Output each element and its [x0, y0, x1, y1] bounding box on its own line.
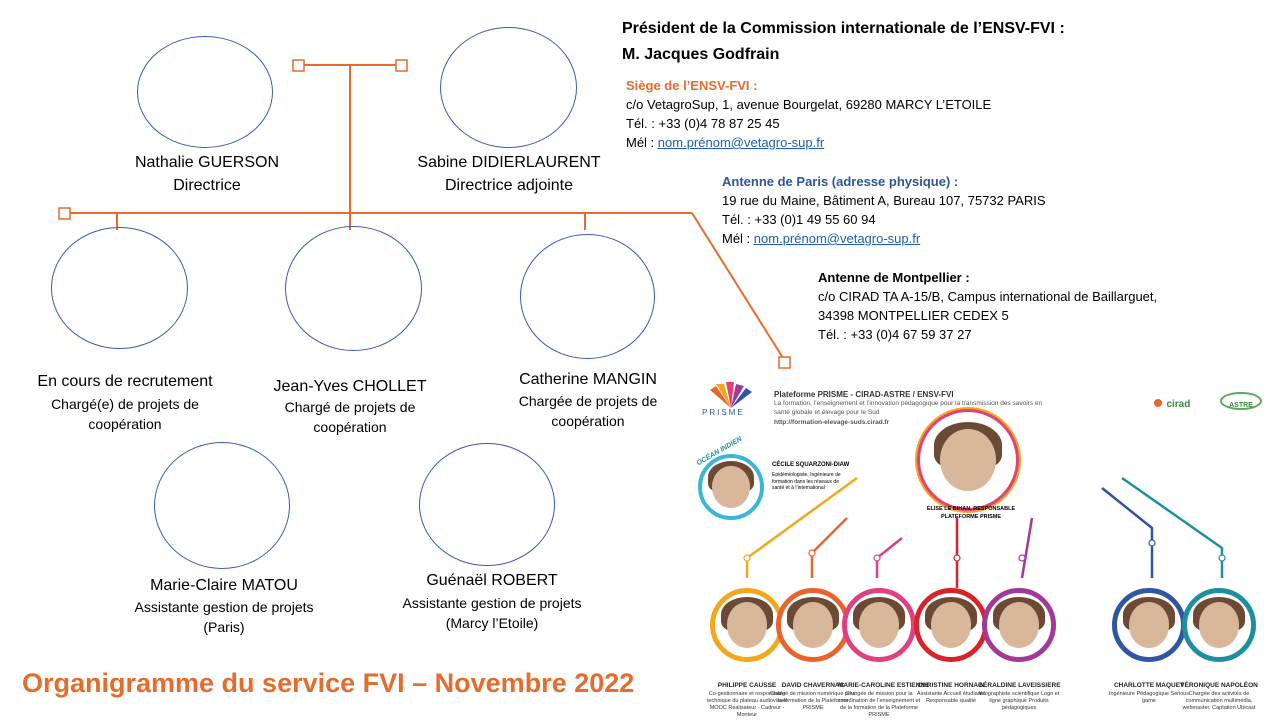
- member-name: DAVID CHAVERNAC: [781, 682, 845, 689]
- prisme-connectors: [743, 476, 1226, 588]
- member-role: Chargée des activités de communication m…: [1182, 691, 1256, 711]
- photo-face: [1198, 601, 1240, 649]
- president-name: M. Jacques Godfrain: [622, 46, 780, 63]
- photo-face: [998, 601, 1040, 649]
- prisme-title: Plateforme PRISME - CIRAD-ASTRE / ENSV-F…: [774, 390, 954, 399]
- photo-face: [930, 601, 972, 649]
- member-photo: [842, 588, 916, 662]
- paris-mel-label: Mél :: [722, 231, 754, 246]
- member-name: MARIE-CAROLINE ESTIENNE: [838, 682, 930, 689]
- montpellier-block: Antenne de Montpellier : c/o CIRAD TA A-…: [818, 268, 1157, 344]
- siege-address: c/o VetagroSup, 1, avenue Bourgelat, 692…: [626, 97, 992, 112]
- paris-address: 19 rue du Maine, Bâtiment A, Bureau 107,…: [722, 193, 1046, 208]
- connector-node: [778, 356, 791, 369]
- member-photo: [1112, 588, 1186, 662]
- member-photo: [982, 588, 1056, 662]
- connector-node: [292, 59, 305, 72]
- montpellier-address1: c/o CIRAD TA A-15/B, Campus internationa…: [818, 289, 1158, 304]
- cirad-logo-icon: [1154, 399, 1162, 407]
- member-name: VÉRONIQUE NAPOLÉON: [1180, 682, 1258, 689]
- photo-placeholder-guenael: [419, 443, 555, 566]
- photo-placeholder-sabine: [440, 27, 577, 148]
- member-role: Chargée de mission pour la coordination …: [837, 691, 921, 718]
- paris-heading: Antenne de Paris (adresse physique) :: [722, 174, 959, 189]
- cecile-name: CÉCILE SQUARZONI-DIAW: [772, 462, 850, 468]
- photo-face: [712, 466, 750, 508]
- prisme-subtitle: santé globale et élevage pour le Sud: [774, 409, 880, 416]
- photo-face: [1128, 601, 1170, 649]
- person-role: Assistante gestion de projets (Marcy l’E…: [402, 595, 582, 631]
- montpellier-address2: 34398 MONTPELLIER CEDEX 5: [818, 308, 1009, 323]
- photo-face: [858, 601, 900, 649]
- astre-logo-text: ASTRE: [1229, 402, 1253, 409]
- prisme-logo-text: PRISME: [702, 408, 745, 417]
- person-role: Directrice adjointe: [444, 177, 574, 194]
- cecile-photo: [698, 454, 764, 520]
- montpellier-tel: Tél. : +33 (0)4 67 59 37 27: [818, 327, 972, 342]
- member-photo: [914, 588, 988, 662]
- member-name: CHARLOTTE MAQUET: [1113, 682, 1185, 689]
- person-name: Catherine MANGIN: [519, 371, 657, 388]
- photo-placeholder-recrutement: [51, 227, 188, 349]
- photo-placeholder-jean-yves: [285, 226, 422, 351]
- elise-name: ELISE LE BIHAN, RESPONSABLE: [926, 506, 1016, 512]
- astre-logo: ASTRE: [1220, 392, 1262, 410]
- person-name: Jean-Yves CHOLLET: [273, 378, 427, 395]
- president-line: Président de la Commission international…: [622, 20, 1065, 37]
- siege-mel-label: Mél :: [626, 135, 658, 150]
- prisme-infographic: PRISME Plateforme PRISME - CIRAD-ASTRE /…: [692, 378, 1274, 718]
- member-role: Chargé de mission numérique pour la form…: [770, 691, 856, 711]
- photo-placeholder-marie-claire: [154, 442, 290, 569]
- person-role: Assistante gestion de projets (Paris): [134, 599, 314, 635]
- photo-placeholder-nathalie: [137, 36, 273, 148]
- person-role: Directrice: [173, 177, 241, 194]
- member-role: Assistante Accueil étudiants Responsable…: [916, 691, 986, 704]
- member-role: Ingénieure Pédagogique Serious game: [1108, 691, 1190, 704]
- paris-block: Antenne de Paris (adresse physique) : 19…: [722, 172, 1046, 248]
- photo-face: [792, 601, 834, 649]
- member-photo: [776, 588, 850, 662]
- siege-block: Siège de l’ENSV-FVI : c/o VetagroSup, 1,…: [626, 76, 991, 152]
- prisme-logo: PRISME: [696, 380, 766, 420]
- siege-mel: Mél : nom.prénom@vetagro-sup.fr: [626, 133, 991, 152]
- page-title: Organigramme du service FVI – Novembre 2…: [22, 668, 635, 698]
- member-photo: [710, 588, 784, 662]
- member-role: Co-gestionnaire et responsable technique…: [706, 691, 788, 718]
- person-role: Chargé de projets de coopération: [284, 399, 416, 435]
- person-role: Chargé(e) de projets de coopération: [51, 396, 199, 432]
- cirad-logo: cirad: [1154, 394, 1190, 412]
- siege-heading: Siège de l’ENSV-FVI :: [626, 78, 758, 93]
- siege-tel: Tél. : +33 (0)4 78 87 25 45: [626, 116, 780, 131]
- connector-node: [395, 59, 408, 72]
- cirad-logo-text: cirad: [1166, 399, 1191, 410]
- montpellier-heading: Antenne de Montpellier :: [818, 270, 970, 285]
- person-name: Guénaël ROBERT: [426, 572, 558, 589]
- person-name: Sabine DIDIERLAURENT: [417, 154, 601, 171]
- photo-placeholder-catherine: [520, 234, 655, 359]
- prisme-url[interactable]: http://formation-elevage-suds.cirad.fr: [774, 419, 890, 426]
- member-name: CHRISTINE HORNAIN: [917, 682, 985, 689]
- person-role: Chargée de projets de coopération: [518, 393, 658, 429]
- member-role: Infographiste scientifique Logo et ligne…: [978, 691, 1060, 711]
- member-photo: [1182, 588, 1256, 662]
- photo-face: [726, 601, 768, 649]
- paris-email-link[interactable]: nom.prénom@vetagro-sup.fr: [753, 231, 921, 246]
- photo-face: [940, 429, 996, 491]
- elise-role: PLATEFORME PRISME: [940, 514, 1002, 520]
- siege-email-link[interactable]: nom.prénom@vetagro-sup.fr: [657, 135, 825, 150]
- prisme-logo-icon: [710, 382, 752, 408]
- person-name: Nathalie GUERSON: [134, 154, 280, 171]
- member-name: GÉRALDINE LAVEISSIERE: [978, 682, 1061, 689]
- paris-tel: Tél. : +33 (0)1 49 55 60 94: [722, 212, 876, 227]
- elise-photo: [920, 412, 1016, 508]
- cecile-role: Epidémiologiste, Ingénieure de formation…: [772, 472, 841, 491]
- paris-mel: Mél : nom.prénom@vetagro-sup.fr: [722, 229, 1046, 248]
- person-name: En cours de recrutement: [37, 373, 213, 390]
- person-name: Marie-Claire MATOU: [150, 577, 298, 594]
- prisme-subtitle: La formation, l’enseignement et l’innova…: [774, 400, 1043, 407]
- member-name: PHILIPPE CAUSSE: [717, 682, 777, 689]
- connector-node: [58, 207, 71, 220]
